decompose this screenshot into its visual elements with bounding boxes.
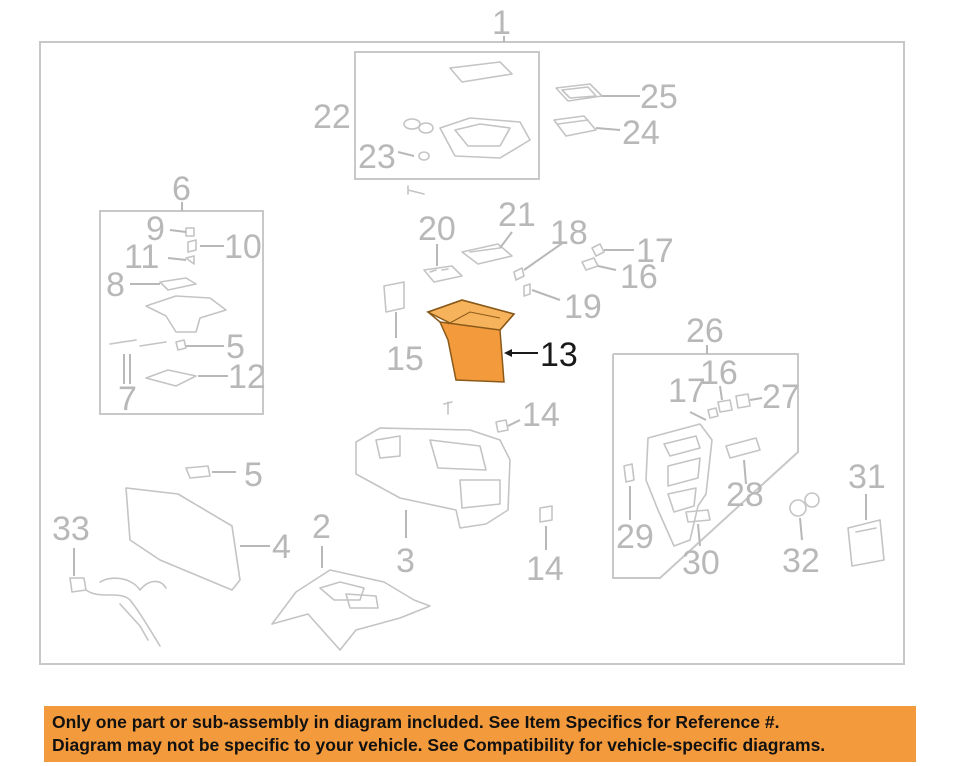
callout-31: 31 [848,458,886,496]
callout-9: 9 [146,210,165,248]
callout-21: 21 [498,196,536,234]
callout-24: 24 [622,114,660,152]
part-32-knob-a [789,499,807,517]
subassembly-box-26 [612,353,799,579]
part-22-lid [403,61,531,161]
subassembly-box-22 [354,51,540,180]
part-14-clip-lower [539,505,553,523]
callout-2: 2 [312,508,331,546]
callout-10: 10 [224,228,262,266]
part-20-switch [423,265,463,283]
part-6-shifter-group [109,227,227,387]
part-26-bezel [623,393,761,547]
part-14-clip-upper [495,419,509,433]
part-16-socket [581,257,599,271]
callout-17a: 17 [636,232,674,270]
part-4-side-panel [125,487,241,591]
callout-20: 20 [418,210,456,248]
callout-14b: 14 [526,550,564,588]
callout-16a: 16 [620,258,658,296]
part-17-bulb [591,243,605,257]
callout-16b: 16 [700,354,738,392]
callout-19: 19 [564,288,602,326]
callout-7: 7 [118,380,137,418]
part-18-bulb [513,267,525,281]
callout-27: 27 [762,378,800,416]
screw [407,185,425,195]
disclaimer-line-2: Diagram may not be specific to your vehi… [52,735,826,755]
part-3-console [355,427,511,529]
diagram-frame [39,41,905,665]
callout-26: 26 [686,312,724,350]
callout-28: 28 [726,476,764,514]
callout-6: 6 [172,170,191,208]
part-5-clip [185,465,211,479]
part-2-bracket [271,569,431,651]
part-25-pad [555,83,603,102]
disclaimer-banner: Only one part or sub-assembly in diagram… [44,706,916,762]
callout-25: 25 [640,78,678,116]
callout-12: 12 [228,358,266,396]
callout-1: 1 [492,4,511,42]
callout-18: 18 [550,214,588,252]
callout-11: 11 [124,238,159,276]
callout-15: 15 [386,340,424,378]
part-13-cup-box [426,299,516,383]
parts-diagram: 1 22 23 25 24 6 9 10 11 8 5 12 7 20 21 1… [39,4,905,665]
screw-upper [443,401,453,415]
part-21-tray [461,243,513,265]
callout-32: 32 [782,542,820,580]
callout-23: 23 [358,138,396,176]
part-24-insert [553,115,597,137]
part-15-plate [383,281,405,313]
callout-13: 13 [540,336,578,374]
callout-4: 4 [272,528,291,566]
part-33-harness [69,577,167,647]
callout-3: 3 [396,542,415,580]
callout-33: 33 [52,510,90,548]
leader-lines [73,95,867,576]
callout-22: 22 [313,98,351,136]
part-32-knob-b [804,492,820,508]
callout-17b: 17 [668,372,706,410]
callout-29: 29 [616,518,654,556]
callout-8: 8 [106,266,125,304]
disclaimer-line-1: Only one part or sub-assembly in diagram… [52,712,780,732]
callout-5a: 5 [226,328,245,366]
callout-30: 30 [682,544,720,582]
callout-5b: 5 [244,456,263,494]
part-31-plate [847,519,885,567]
callout-14a: 14 [522,396,560,434]
part-19-clip [523,283,531,297]
